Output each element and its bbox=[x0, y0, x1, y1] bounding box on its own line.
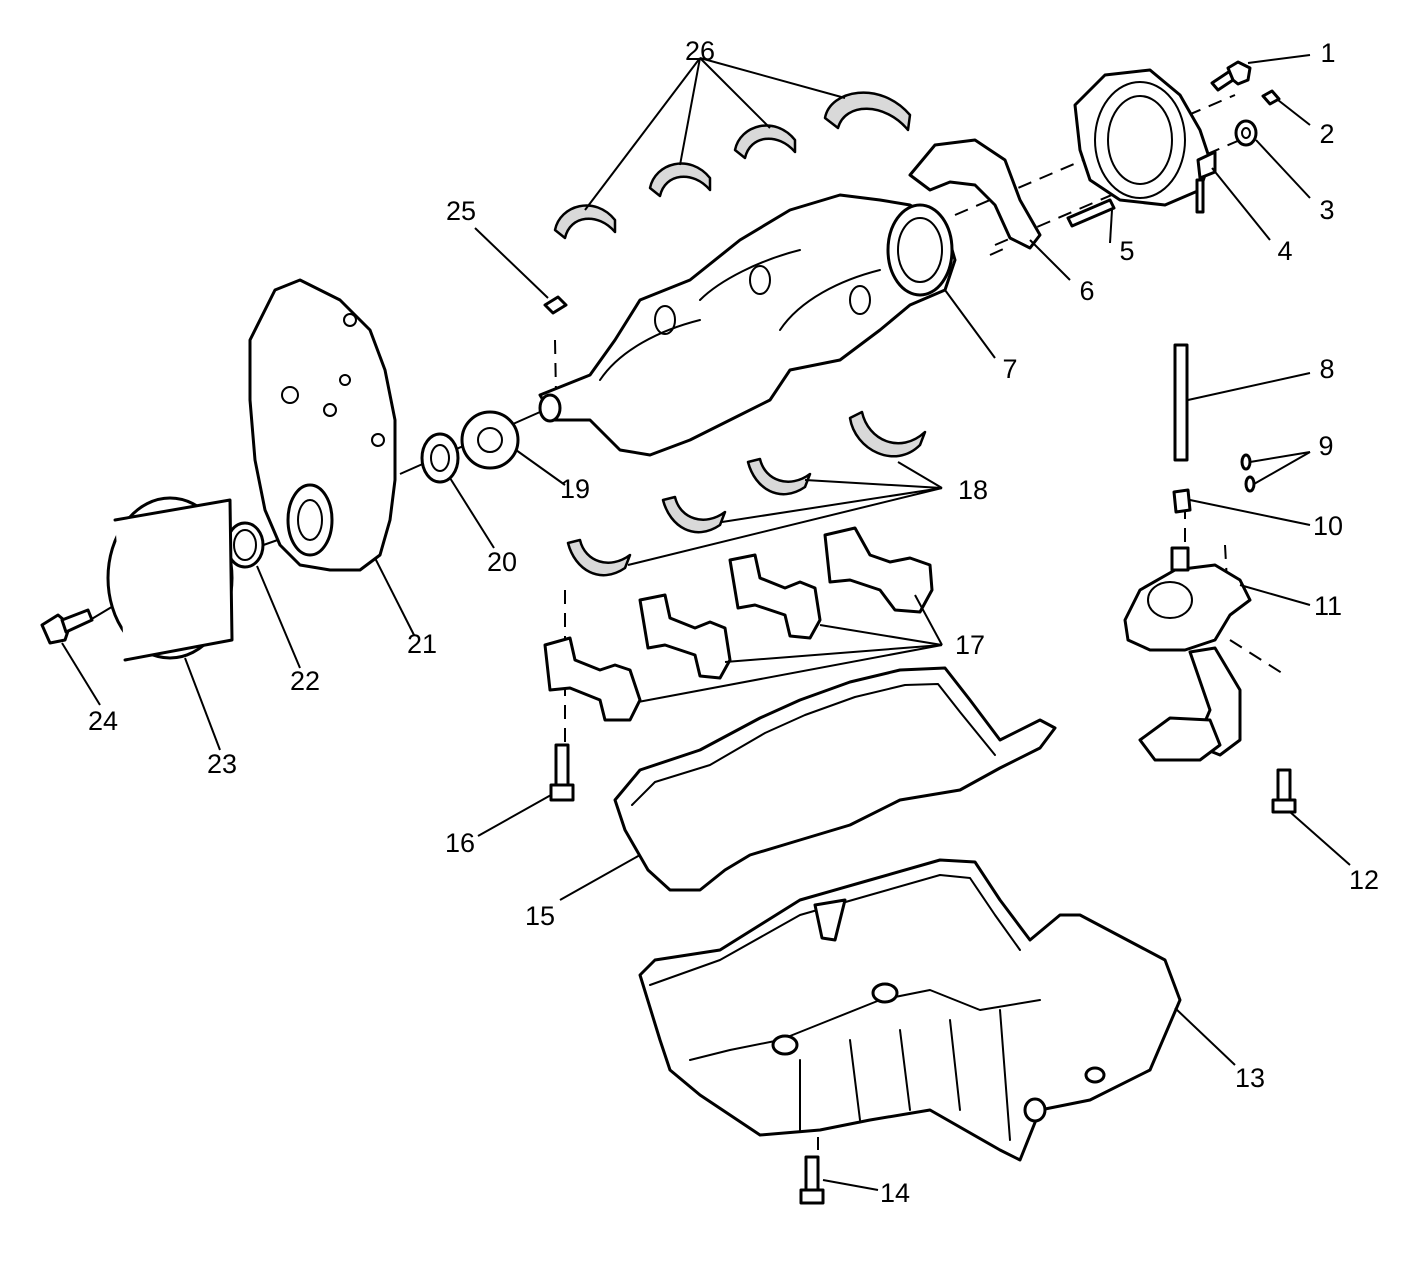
callout-19: 19 bbox=[560, 474, 590, 504]
part-3-nut bbox=[1234, 119, 1258, 147]
part-17-bearing-caps bbox=[543, 526, 934, 722]
callout-10: 10 bbox=[1313, 511, 1343, 541]
part-15-gasket bbox=[613, 666, 1057, 892]
callout-20: 20 bbox=[487, 547, 517, 577]
part-13-oil-pan bbox=[638, 858, 1182, 1162]
callout-17: 17 bbox=[955, 630, 985, 660]
part-9-pins bbox=[1240, 453, 1256, 493]
part-12-bolt bbox=[1271, 768, 1297, 814]
part-1-bolt bbox=[1210, 60, 1252, 92]
part-11-oil-pump bbox=[1123, 546, 1252, 762]
callout-15: 15 bbox=[525, 901, 555, 931]
callout-1: 1 bbox=[1320, 38, 1335, 68]
part-14-bolt bbox=[799, 1155, 825, 1205]
part-6-gasket bbox=[908, 138, 1042, 250]
callout-8: 8 bbox=[1319, 354, 1334, 384]
part-7-crankshaft bbox=[538, 193, 957, 457]
callout-6: 6 bbox=[1079, 276, 1094, 306]
callout-4: 4 bbox=[1277, 236, 1292, 266]
callout-21: 21 bbox=[407, 629, 437, 659]
callout-24: 24 bbox=[88, 706, 118, 736]
callout-26: 26 bbox=[685, 36, 715, 66]
callout-23: 23 bbox=[207, 749, 237, 779]
part-23-balancer bbox=[106, 496, 234, 662]
part-16-bolt bbox=[549, 743, 575, 802]
callout-11: 11 bbox=[1314, 591, 1342, 621]
callout-3: 3 bbox=[1319, 195, 1334, 225]
part-8-shaft bbox=[1173, 343, 1189, 462]
callout-14: 14 bbox=[880, 1178, 910, 1208]
callout-22: 22 bbox=[290, 666, 320, 696]
part-5-stud bbox=[1066, 198, 1116, 228]
part-24-bolt bbox=[40, 608, 94, 645]
callout-9: 9 bbox=[1318, 431, 1333, 461]
callout-13: 13 bbox=[1235, 1063, 1265, 1093]
part-21-front-cover bbox=[248, 278, 397, 572]
callout-12: 12 bbox=[1349, 865, 1379, 895]
part-22-sleeve bbox=[225, 521, 265, 569]
callout-25: 25 bbox=[446, 196, 476, 226]
callout-2: 2 bbox=[1319, 119, 1334, 149]
callouts: 1 2 3 4 5 6 7 8 9 10 11 12 13 14 15 16 1… bbox=[88, 36, 1379, 1208]
callout-5: 5 bbox=[1119, 236, 1134, 266]
part-26-upper-bearings bbox=[553, 91, 912, 240]
callout-16: 16 bbox=[445, 828, 475, 858]
part-2-plug bbox=[1261, 89, 1281, 106]
part-4-rear-housing bbox=[1073, 68, 1217, 214]
part-10-sleeve bbox=[1172, 488, 1192, 514]
part-25-key bbox=[543, 295, 568, 315]
part-19-sprocket bbox=[460, 410, 520, 470]
part-20-seal bbox=[420, 432, 460, 484]
leader-lines bbox=[61, 54, 1351, 1191]
callout-18: 18 bbox=[958, 475, 988, 505]
callout-7: 7 bbox=[1002, 354, 1017, 384]
